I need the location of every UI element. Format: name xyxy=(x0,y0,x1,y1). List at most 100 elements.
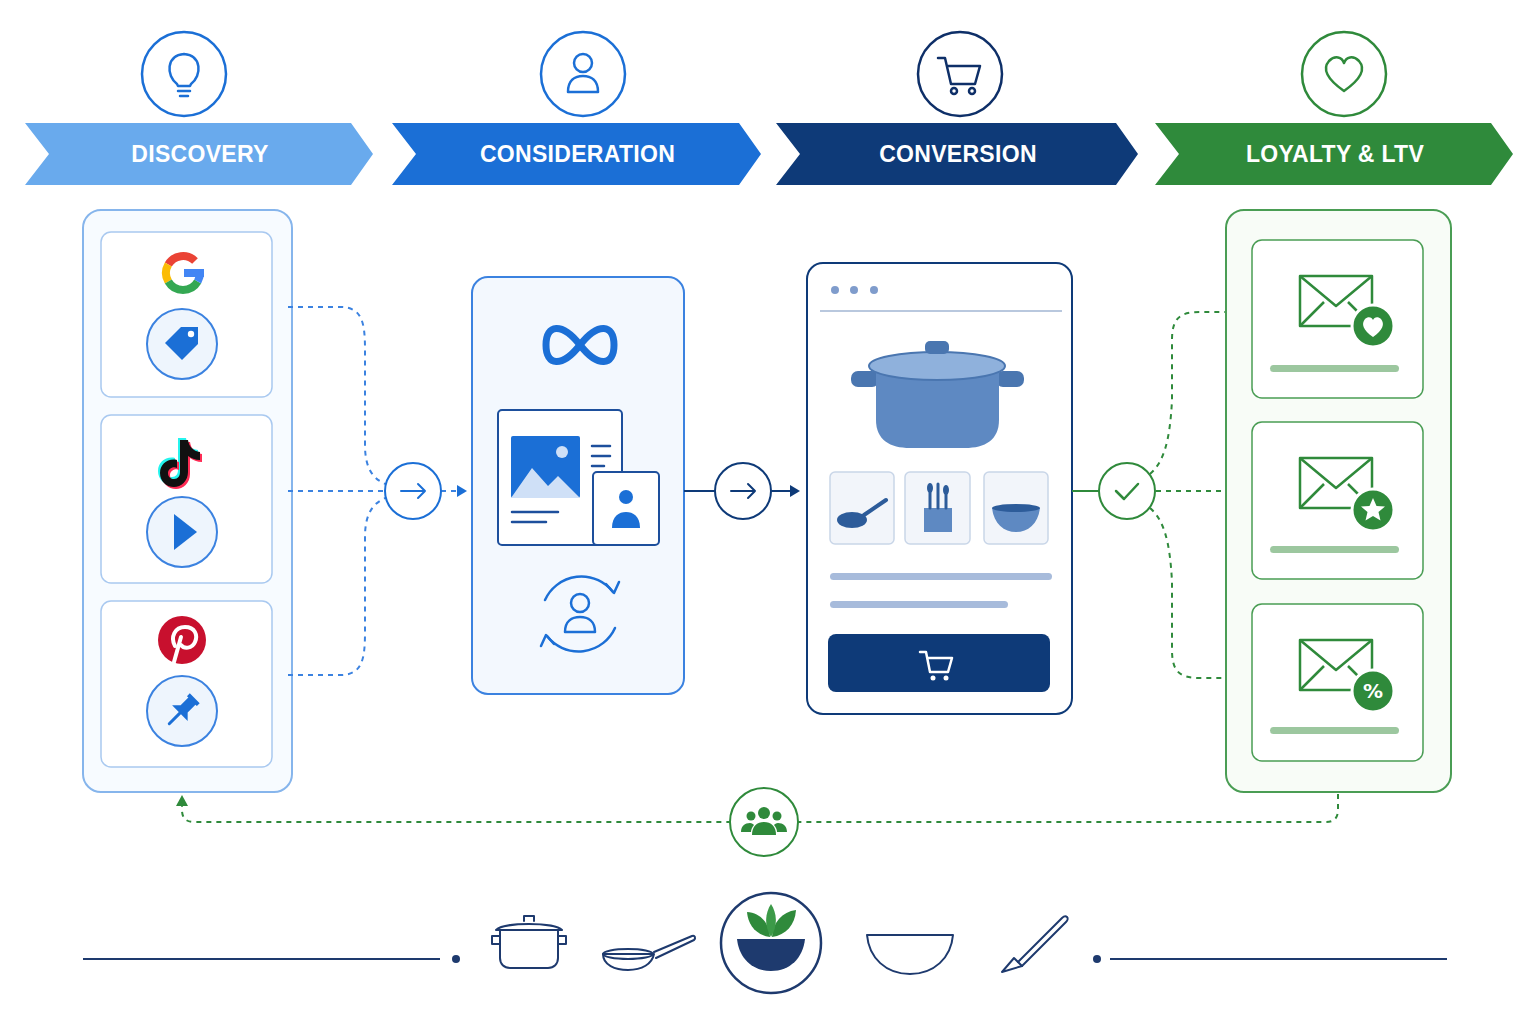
kitchen-icon xyxy=(654,936,695,958)
thumbnail xyxy=(924,508,952,532)
conversion-icon xyxy=(918,32,1002,116)
pin-icon xyxy=(169,713,180,724)
meta-logo xyxy=(546,328,614,361)
footer-line xyxy=(83,958,440,960)
pot-illustration xyxy=(851,341,1024,448)
ad-card xyxy=(612,512,640,528)
pot-illustration xyxy=(869,352,1005,380)
loyalty-panel xyxy=(1252,240,1423,398)
consideration-icon xyxy=(541,32,625,116)
discovery-panel xyxy=(83,210,292,792)
product-page xyxy=(820,310,1062,312)
pinterest-logo xyxy=(158,616,206,664)
kitchen-icon xyxy=(492,936,566,944)
flow-check-circle xyxy=(1116,484,1138,499)
stage-label: LOYALTY & LTV xyxy=(1246,141,1424,168)
pinterest-logo xyxy=(158,616,206,664)
text-placeholder xyxy=(830,573,1052,608)
text-placeholder xyxy=(830,573,1052,580)
kitchen-icon xyxy=(867,935,953,974)
pot-illustration xyxy=(925,341,949,354)
play-icon xyxy=(147,497,217,567)
text-placeholder xyxy=(1270,365,1399,734)
meta-logo xyxy=(546,328,614,361)
pinterest-logo xyxy=(173,627,196,648)
thumbnail xyxy=(943,485,949,495)
feedback-loop xyxy=(747,812,756,821)
ad-card xyxy=(593,472,659,545)
flow-arrow-circle xyxy=(385,463,467,519)
loyalty-icon xyxy=(1302,32,1386,116)
consideration-icon xyxy=(574,54,592,72)
kitchen-icon xyxy=(496,924,562,930)
stage-chevron: CONVERSION xyxy=(776,123,1138,185)
loyalty-panel xyxy=(1252,422,1423,579)
chevron-fill xyxy=(25,123,373,185)
text-placeholder xyxy=(830,601,1008,608)
retarget-icon xyxy=(545,577,613,600)
flow-check-circle xyxy=(1072,490,1099,492)
chevron-fill xyxy=(1155,123,1513,185)
feedback-loop xyxy=(176,788,1338,856)
thumbnail xyxy=(864,500,886,515)
kitchen-icon xyxy=(1018,916,1068,966)
feedback-loop xyxy=(752,822,776,835)
feedback-loop xyxy=(774,823,787,832)
stage-chevron: DISCOVERY xyxy=(25,123,373,185)
discovery-icon xyxy=(142,32,226,116)
feedback-loop xyxy=(176,795,188,806)
loyalty-panel xyxy=(1252,604,1423,761)
flow-connector xyxy=(288,307,388,485)
footer-line xyxy=(1110,958,1447,960)
flow-arrow-circle xyxy=(457,485,467,497)
product-page xyxy=(807,263,1072,714)
flow-connector xyxy=(288,490,385,492)
flow-connector xyxy=(441,490,457,492)
discovery-icon xyxy=(142,32,226,116)
pin-icon xyxy=(147,676,217,746)
feedback-loop xyxy=(741,823,754,832)
email-badge xyxy=(1352,670,1394,712)
product-page xyxy=(850,286,858,294)
google-logo xyxy=(184,269,204,277)
stage-label: CONSIDERATION xyxy=(480,141,675,168)
tag-icon xyxy=(147,309,217,379)
product-page xyxy=(807,263,1072,714)
retarget-icon xyxy=(565,617,595,632)
ad-card xyxy=(498,410,659,545)
tag-icon xyxy=(188,331,194,337)
flow-arrow-circle xyxy=(684,463,800,519)
product-page xyxy=(831,286,839,294)
flow-arrow-circle xyxy=(401,484,425,498)
flow-connector xyxy=(1150,508,1238,678)
feedback-loop xyxy=(773,812,782,821)
stage-chevron: LOYALTY & LTV xyxy=(1155,123,1513,185)
flow-connector xyxy=(1150,312,1238,678)
pot-illustration xyxy=(851,371,879,387)
flow-arrow-circle xyxy=(790,485,800,497)
loyalty-panel xyxy=(1226,210,1451,792)
consideration-icon xyxy=(568,76,598,92)
tag-icon xyxy=(147,309,217,379)
discovery-panel xyxy=(101,232,272,397)
footer-line xyxy=(452,955,460,963)
flow-arrow-circle xyxy=(385,463,441,519)
kitchen-icon xyxy=(500,930,558,968)
flow-arrow-circle xyxy=(715,463,771,519)
conversion-icon xyxy=(969,88,975,94)
flow-arrow-circle xyxy=(731,484,755,498)
cart-button xyxy=(828,634,1050,692)
cart-button xyxy=(920,652,952,672)
thumbnail xyxy=(830,472,1048,544)
stage-label: CONVERSION xyxy=(879,141,1037,168)
cart-button xyxy=(931,676,936,681)
loyalty-icon xyxy=(1326,57,1362,91)
kitchen-icon xyxy=(721,893,821,993)
consideration-panel xyxy=(472,277,684,694)
google-logo xyxy=(166,256,204,290)
ad-card xyxy=(511,468,580,498)
conversion-icon xyxy=(951,88,957,94)
consideration-icon xyxy=(541,32,625,116)
